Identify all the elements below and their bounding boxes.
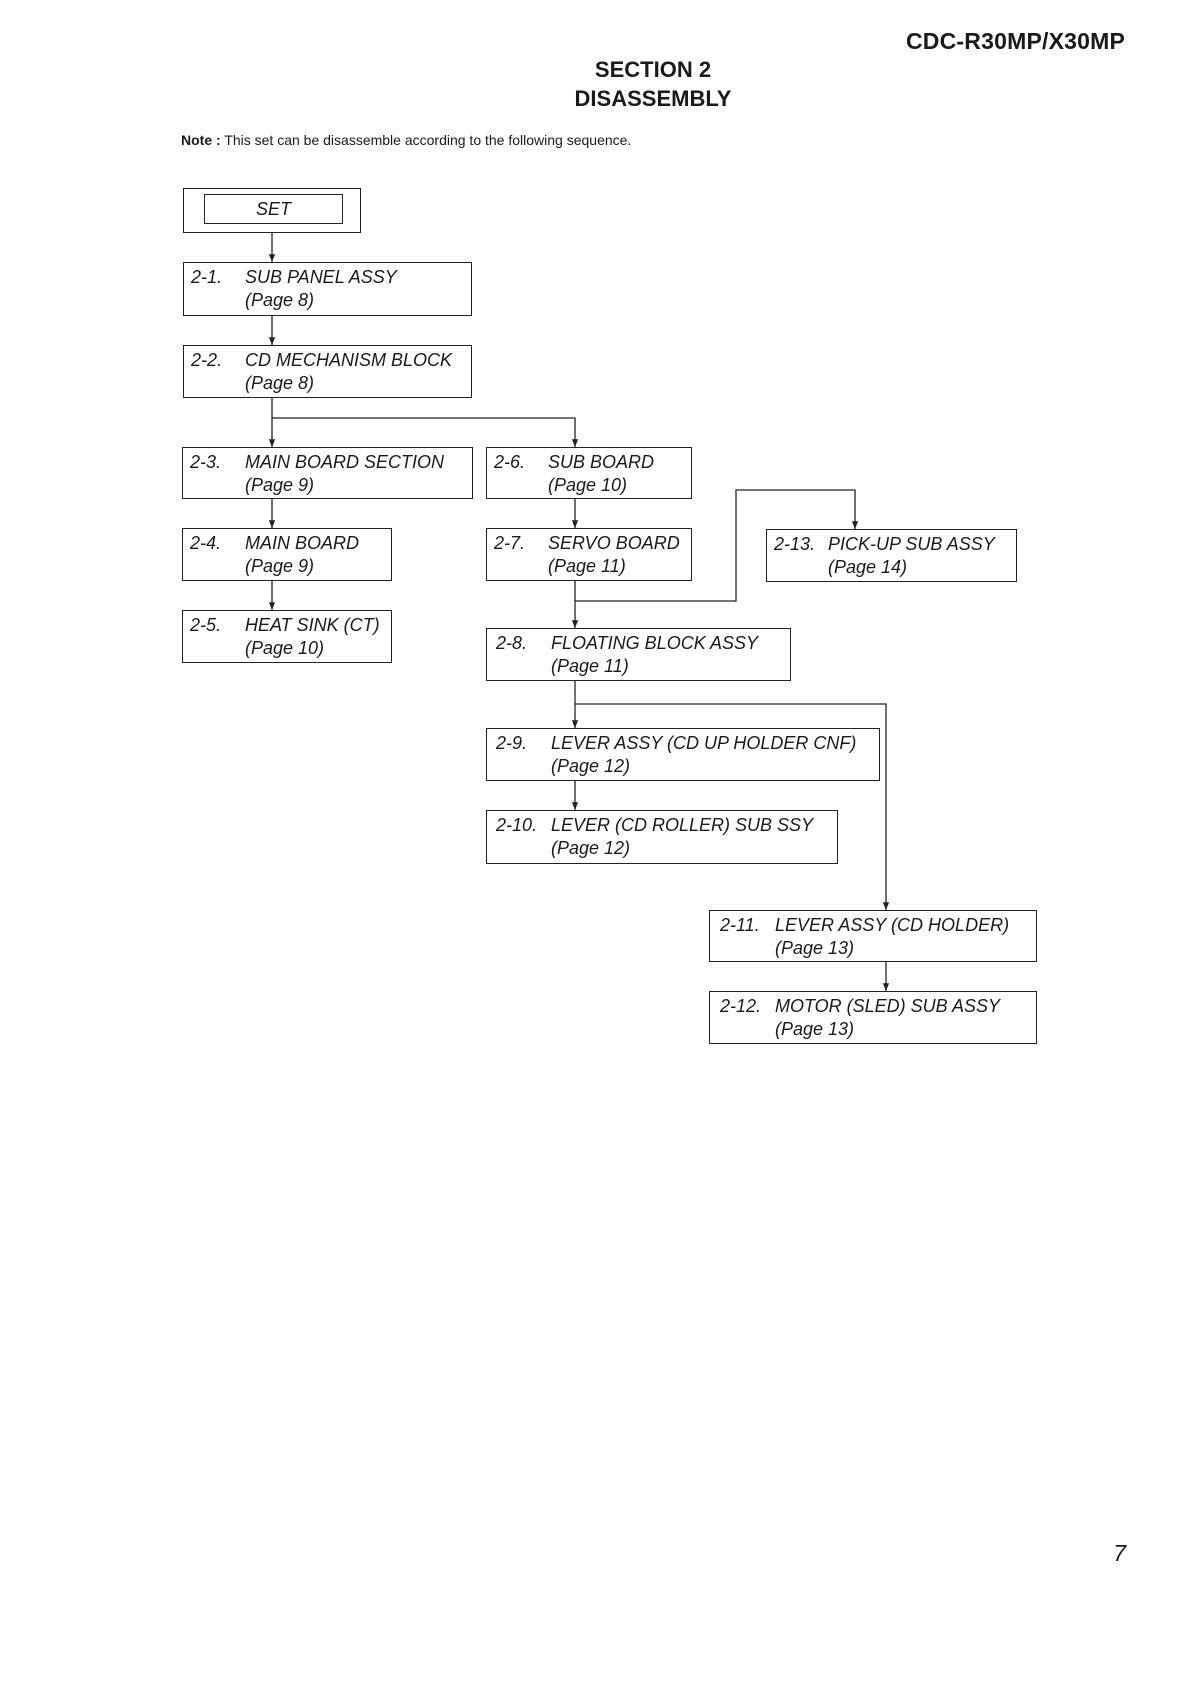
step-title: SUB PANEL ASSY: [245, 267, 397, 287]
step-page-ref: (Page 10): [548, 475, 628, 495]
step-number: 2-13.: [774, 534, 816, 554]
step-2-2-cd-mechanism-block: 2-2. CD MECHANISM BLOCK (Page 8): [183, 345, 472, 398]
note-text: This set can be disassemble according to…: [224, 132, 632, 148]
step-number: 2-12.: [720, 996, 762, 1016]
step-title: PICK-UP SUB ASSY: [828, 534, 995, 554]
step-2-1-sub-panel-assy: 2-1. SUB PANEL ASSY (Page 8): [183, 262, 472, 316]
step-number: 2-11.: [720, 915, 760, 935]
step-2-7-servo-board: 2-7. SERVO BOARD (Page 11): [486, 528, 692, 581]
step-2-5-heat-sink: 2-5. HEAT SINK (CT) (Page 10): [182, 610, 392, 663]
arrow-2-8-to-2-11: [575, 703, 890, 910]
step-number: 2-1.: [191, 267, 223, 287]
step-page-ref: (Page 8): [245, 290, 315, 310]
step-page-ref: (Page 13): [775, 938, 855, 958]
step-page-ref: (Page 8): [245, 373, 315, 393]
step-title: MAIN BOARD SECTION: [245, 452, 445, 472]
page-number: 7: [1113, 1540, 1126, 1566]
step-page-ref: (Page 14): [828, 557, 908, 577]
step-title: MAIN BOARD: [245, 533, 360, 553]
step-number: 2-10.: [496, 815, 538, 835]
step-page-ref: (Page 13): [775, 1019, 855, 1039]
step-page-ref: (Page 11): [548, 556, 626, 576]
step-page-ref: (Page 9): [245, 475, 315, 495]
step-title: HEAT SINK (CT): [245, 615, 380, 635]
step-page-ref: (Page 11): [551, 656, 629, 676]
step-2-9-lever-assy-cd-up-holder: 2-9. LEVER ASSY (CD UP HOLDER CNF) (Page…: [486, 728, 880, 781]
model-number: CDC-R30MP/X30MP: [906, 28, 1125, 54]
step-2-3-main-board-section: 2-3. MAIN BOARD SECTION (Page 9): [182, 447, 473, 499]
step-number: 2-2.: [191, 350, 223, 370]
arrow-2-2-to-2-6: [272, 417, 579, 447]
step-number: 2-7.: [494, 533, 526, 553]
step-2-10-lever-cd-roller: 2-10. LEVER (CD ROLLER) SUB SSY (Page 12…: [486, 810, 838, 864]
step-2-13-pick-up-sub-assy: 2-13. PICK-UP SUB ASSY (Page 14): [766, 529, 1017, 582]
step-page-ref: (Page 9): [245, 556, 315, 576]
step-title: SERVO BOARD: [548, 533, 680, 553]
step-number: 2-5.: [190, 615, 222, 635]
step-page-ref: (Page 12): [551, 756, 631, 776]
section-heading: SECTION 2: [594, 57, 712, 82]
step-2-12-motor-sled-sub-assy: 2-12. MOTOR (SLED) SUB ASSY (Page 13): [709, 991, 1037, 1044]
step-title: MOTOR (SLED) SUB ASSY: [775, 996, 1001, 1016]
step-title: LEVER ASSY (CD UP HOLDER CNF): [551, 733, 857, 753]
step-2-6-sub-board: 2-6. SUB BOARD (Page 10): [486, 447, 692, 499]
step-2-8-floating-block-assy: 2-8. FLOATING BLOCK ASSY (Page 11): [486, 628, 791, 681]
set-label: SET: [204, 194, 343, 224]
step-page-ref: (Page 10): [245, 638, 325, 658]
step-title: LEVER (CD ROLLER) SUB SSY: [551, 815, 814, 835]
step-number: 2-8.: [496, 633, 528, 653]
step-number: 2-6.: [494, 452, 526, 472]
step-title: CD MECHANISM BLOCK: [245, 350, 453, 370]
step-page-ref: (Page 12): [551, 838, 631, 858]
set-box: SET: [183, 188, 361, 233]
step-2-11-lever-assy-cd-holder: 2-11. LEVER ASSY (CD HOLDER) (Page 13): [709, 910, 1037, 962]
step-title: SUB BOARD: [548, 452, 655, 472]
step-title: FLOATING BLOCK ASSY: [551, 633, 759, 653]
arrow-2-7-to-2-13: [575, 489, 859, 602]
step-number: 2-4.: [190, 533, 222, 553]
section-title: DISASSEMBLY: [574, 86, 732, 111]
note: Note : This set can be disassemble accor…: [181, 132, 631, 148]
step-title: LEVER ASSY (CD HOLDER): [775, 915, 1010, 935]
step-2-4-main-board: 2-4. MAIN BOARD (Page 9): [182, 528, 392, 581]
note-label: Note :: [181, 132, 221, 148]
step-number: 2-9.: [496, 733, 528, 753]
step-number: 2-3.: [190, 452, 222, 472]
